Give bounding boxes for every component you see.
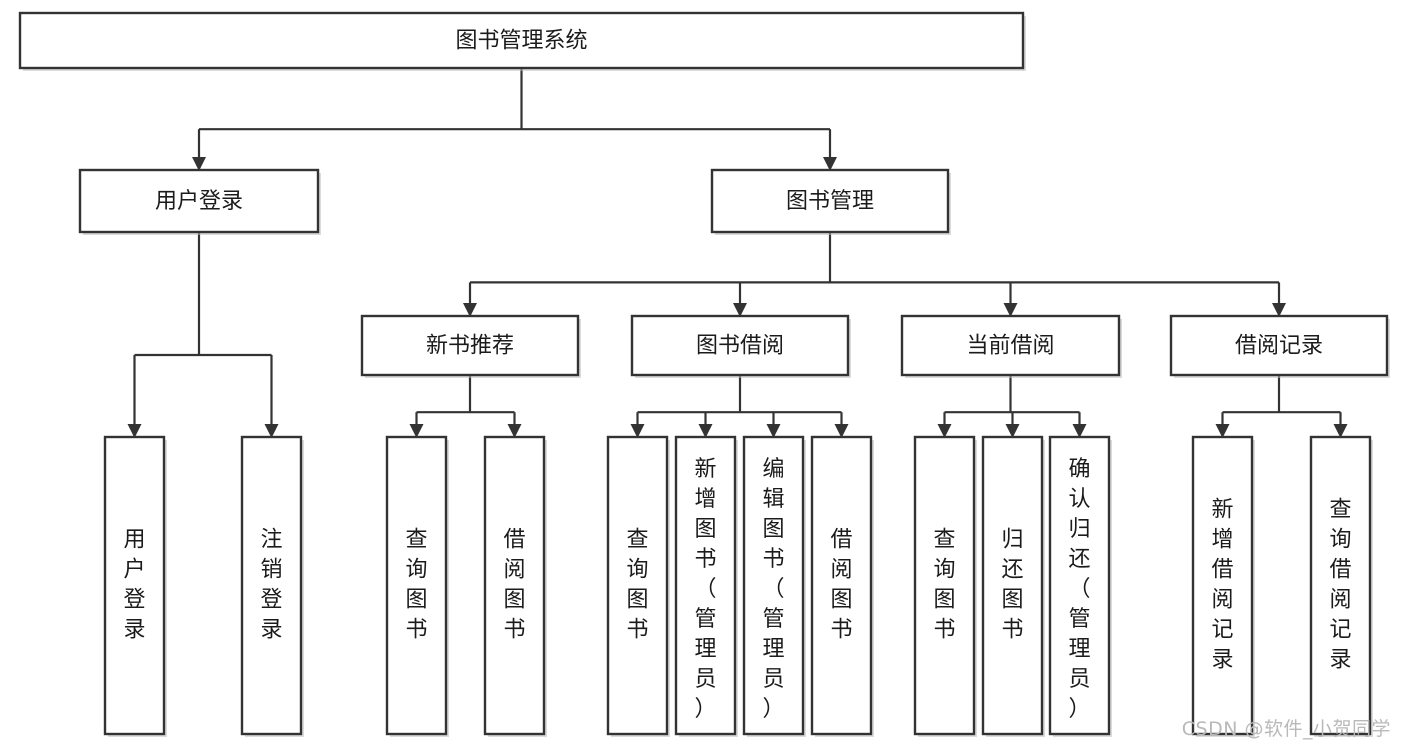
arrow-head bbox=[1333, 424, 1348, 438]
edge-group-borrow-record bbox=[1215, 375, 1348, 438]
node-label: 用户登录 bbox=[123, 528, 145, 643]
node-leaf-rec-query-book[interactable]: 查询图书 bbox=[385, 435, 449, 737]
node-rect[interactable] bbox=[1191, 435, 1254, 736]
node-rect[interactable] bbox=[78, 168, 320, 234]
edge-group-current-borrow bbox=[937, 375, 1087, 438]
node-label: 当前借阅 bbox=[966, 334, 1054, 359]
node-label: 编辑图书（管理员） bbox=[762, 457, 784, 722]
node-leaf-user-login[interactable]: 用户登录 bbox=[103, 435, 167, 737]
node-label: 借阅图书 bbox=[503, 528, 525, 643]
node-label: 用户登录 bbox=[155, 189, 243, 214]
node-current-borrow[interactable]: 当前借阅 bbox=[900, 314, 1122, 378]
arrow-head bbox=[1003, 303, 1018, 317]
node-label: 图书管理 bbox=[786, 189, 874, 214]
edge-layer bbox=[127, 68, 1348, 438]
node-rect[interactable] bbox=[18, 11, 1025, 70]
edge-group-book-manage bbox=[463, 232, 1286, 317]
node-rect[interactable] bbox=[900, 314, 1121, 377]
node-leaf-borrow-edit-book[interactable]: 编辑图书（管理员） bbox=[742, 435, 806, 737]
node-label: 查询图书 bbox=[626, 528, 648, 643]
node-leaf-current-return-book[interactable]: 归还图书 bbox=[981, 435, 1045, 737]
node-rect[interactable] bbox=[606, 435, 669, 736]
arrow-head bbox=[1072, 424, 1087, 438]
node-rect[interactable] bbox=[913, 435, 976, 736]
node-label: 注销登录 bbox=[260, 528, 282, 643]
node-label: 新增借阅记录 bbox=[1211, 498, 1233, 673]
node-label: 查询图书 bbox=[405, 528, 427, 643]
node-rect[interactable] bbox=[981, 435, 1044, 736]
node-label: 借阅记录 bbox=[1235, 334, 1323, 359]
node-label: 新增图书（管理员） bbox=[694, 457, 716, 722]
node-rect[interactable] bbox=[810, 435, 873, 736]
node-rect[interactable] bbox=[360, 314, 580, 377]
node-rect[interactable] bbox=[385, 435, 448, 736]
node-label: 借阅图书 bbox=[830, 528, 852, 643]
node-leaf-record-add[interactable]: 新增借阅记录 bbox=[1191, 435, 1255, 737]
node-root[interactable]: 图书管理系统 bbox=[18, 11, 1026, 71]
node-rect[interactable] bbox=[240, 435, 303, 736]
edge-group-user-login bbox=[127, 232, 279, 438]
node-book-manage[interactable]: 图书管理 bbox=[710, 168, 951, 235]
node-label: 图书管理系统 bbox=[455, 29, 587, 54]
node-leaf-user-logout[interactable]: 注销登录 bbox=[240, 435, 304, 737]
node-label: 查询图书 bbox=[933, 528, 955, 643]
node-rect[interactable] bbox=[710, 168, 950, 234]
node-rect[interactable] bbox=[674, 435, 737, 736]
node-label: 查询借阅记录 bbox=[1329, 498, 1351, 673]
arrow-head bbox=[766, 424, 781, 438]
node-label: 图书借阅 bbox=[696, 334, 784, 359]
node-user-login[interactable]: 用户登录 bbox=[78, 168, 321, 235]
node-leaf-borrow-borrow-book[interactable]: 借阅图书 bbox=[810, 435, 874, 737]
edge-group-new-book-rec bbox=[409, 375, 522, 438]
arrow-head bbox=[192, 157, 206, 171]
csdn-watermark: CSDN @软件_小贺同学 bbox=[1181, 718, 1391, 740]
node-leaf-rec-borrow-book[interactable]: 借阅图书 bbox=[483, 435, 547, 737]
arrow-head bbox=[1272, 303, 1286, 317]
node-layer: 图书管理系统用户登录图书管理新书推荐图书借阅当前借阅借阅记录用户登录注销登录查询… bbox=[18, 11, 1390, 737]
node-label: 新书推荐 bbox=[426, 334, 514, 359]
node-rect[interactable] bbox=[103, 435, 166, 736]
node-leaf-current-query-book[interactable]: 查询图书 bbox=[913, 435, 977, 737]
node-rect[interactable] bbox=[1048, 435, 1111, 736]
arrow-head bbox=[823, 157, 837, 171]
node-leaf-borrow-add-book[interactable]: 新增图书（管理员） bbox=[674, 435, 738, 737]
node-label: 归还图书 bbox=[1001, 528, 1023, 643]
arrow-head bbox=[463, 303, 477, 317]
arrow-head bbox=[733, 303, 747, 317]
node-rect[interactable] bbox=[1309, 435, 1372, 736]
node-rect[interactable] bbox=[483, 435, 546, 736]
arrow-head bbox=[507, 424, 522, 438]
edge-group-book-borrow bbox=[630, 375, 849, 438]
arrow-head bbox=[264, 424, 279, 438]
node-rect[interactable] bbox=[630, 314, 850, 377]
edge-group-root bbox=[192, 68, 837, 171]
node-label: 确认归还（管理员） bbox=[1068, 457, 1090, 722]
arrow-head bbox=[834, 424, 849, 438]
arrow-head bbox=[698, 424, 713, 438]
node-new-book-rec[interactable]: 新书推荐 bbox=[360, 314, 581, 378]
node-borrow-record[interactable]: 借阅记录 bbox=[1169, 314, 1390, 378]
arrow-head bbox=[1005, 424, 1020, 438]
node-rect[interactable] bbox=[1169, 314, 1389, 377]
arrow-head bbox=[937, 424, 952, 438]
arrow-head bbox=[409, 424, 424, 438]
node-leaf-record-query[interactable]: 查询借阅记录 bbox=[1309, 435, 1373, 737]
node-leaf-current-confirm-return[interactable]: 确认归还（管理员） bbox=[1048, 435, 1112, 737]
arrow-head bbox=[630, 424, 645, 438]
node-leaf-borrow-query-book[interactable]: 查询图书 bbox=[606, 435, 670, 737]
arrow-head bbox=[1215, 424, 1230, 438]
node-book-borrow[interactable]: 图书借阅 bbox=[630, 314, 851, 378]
node-rect[interactable] bbox=[742, 435, 805, 736]
arrow-head bbox=[127, 424, 142, 438]
